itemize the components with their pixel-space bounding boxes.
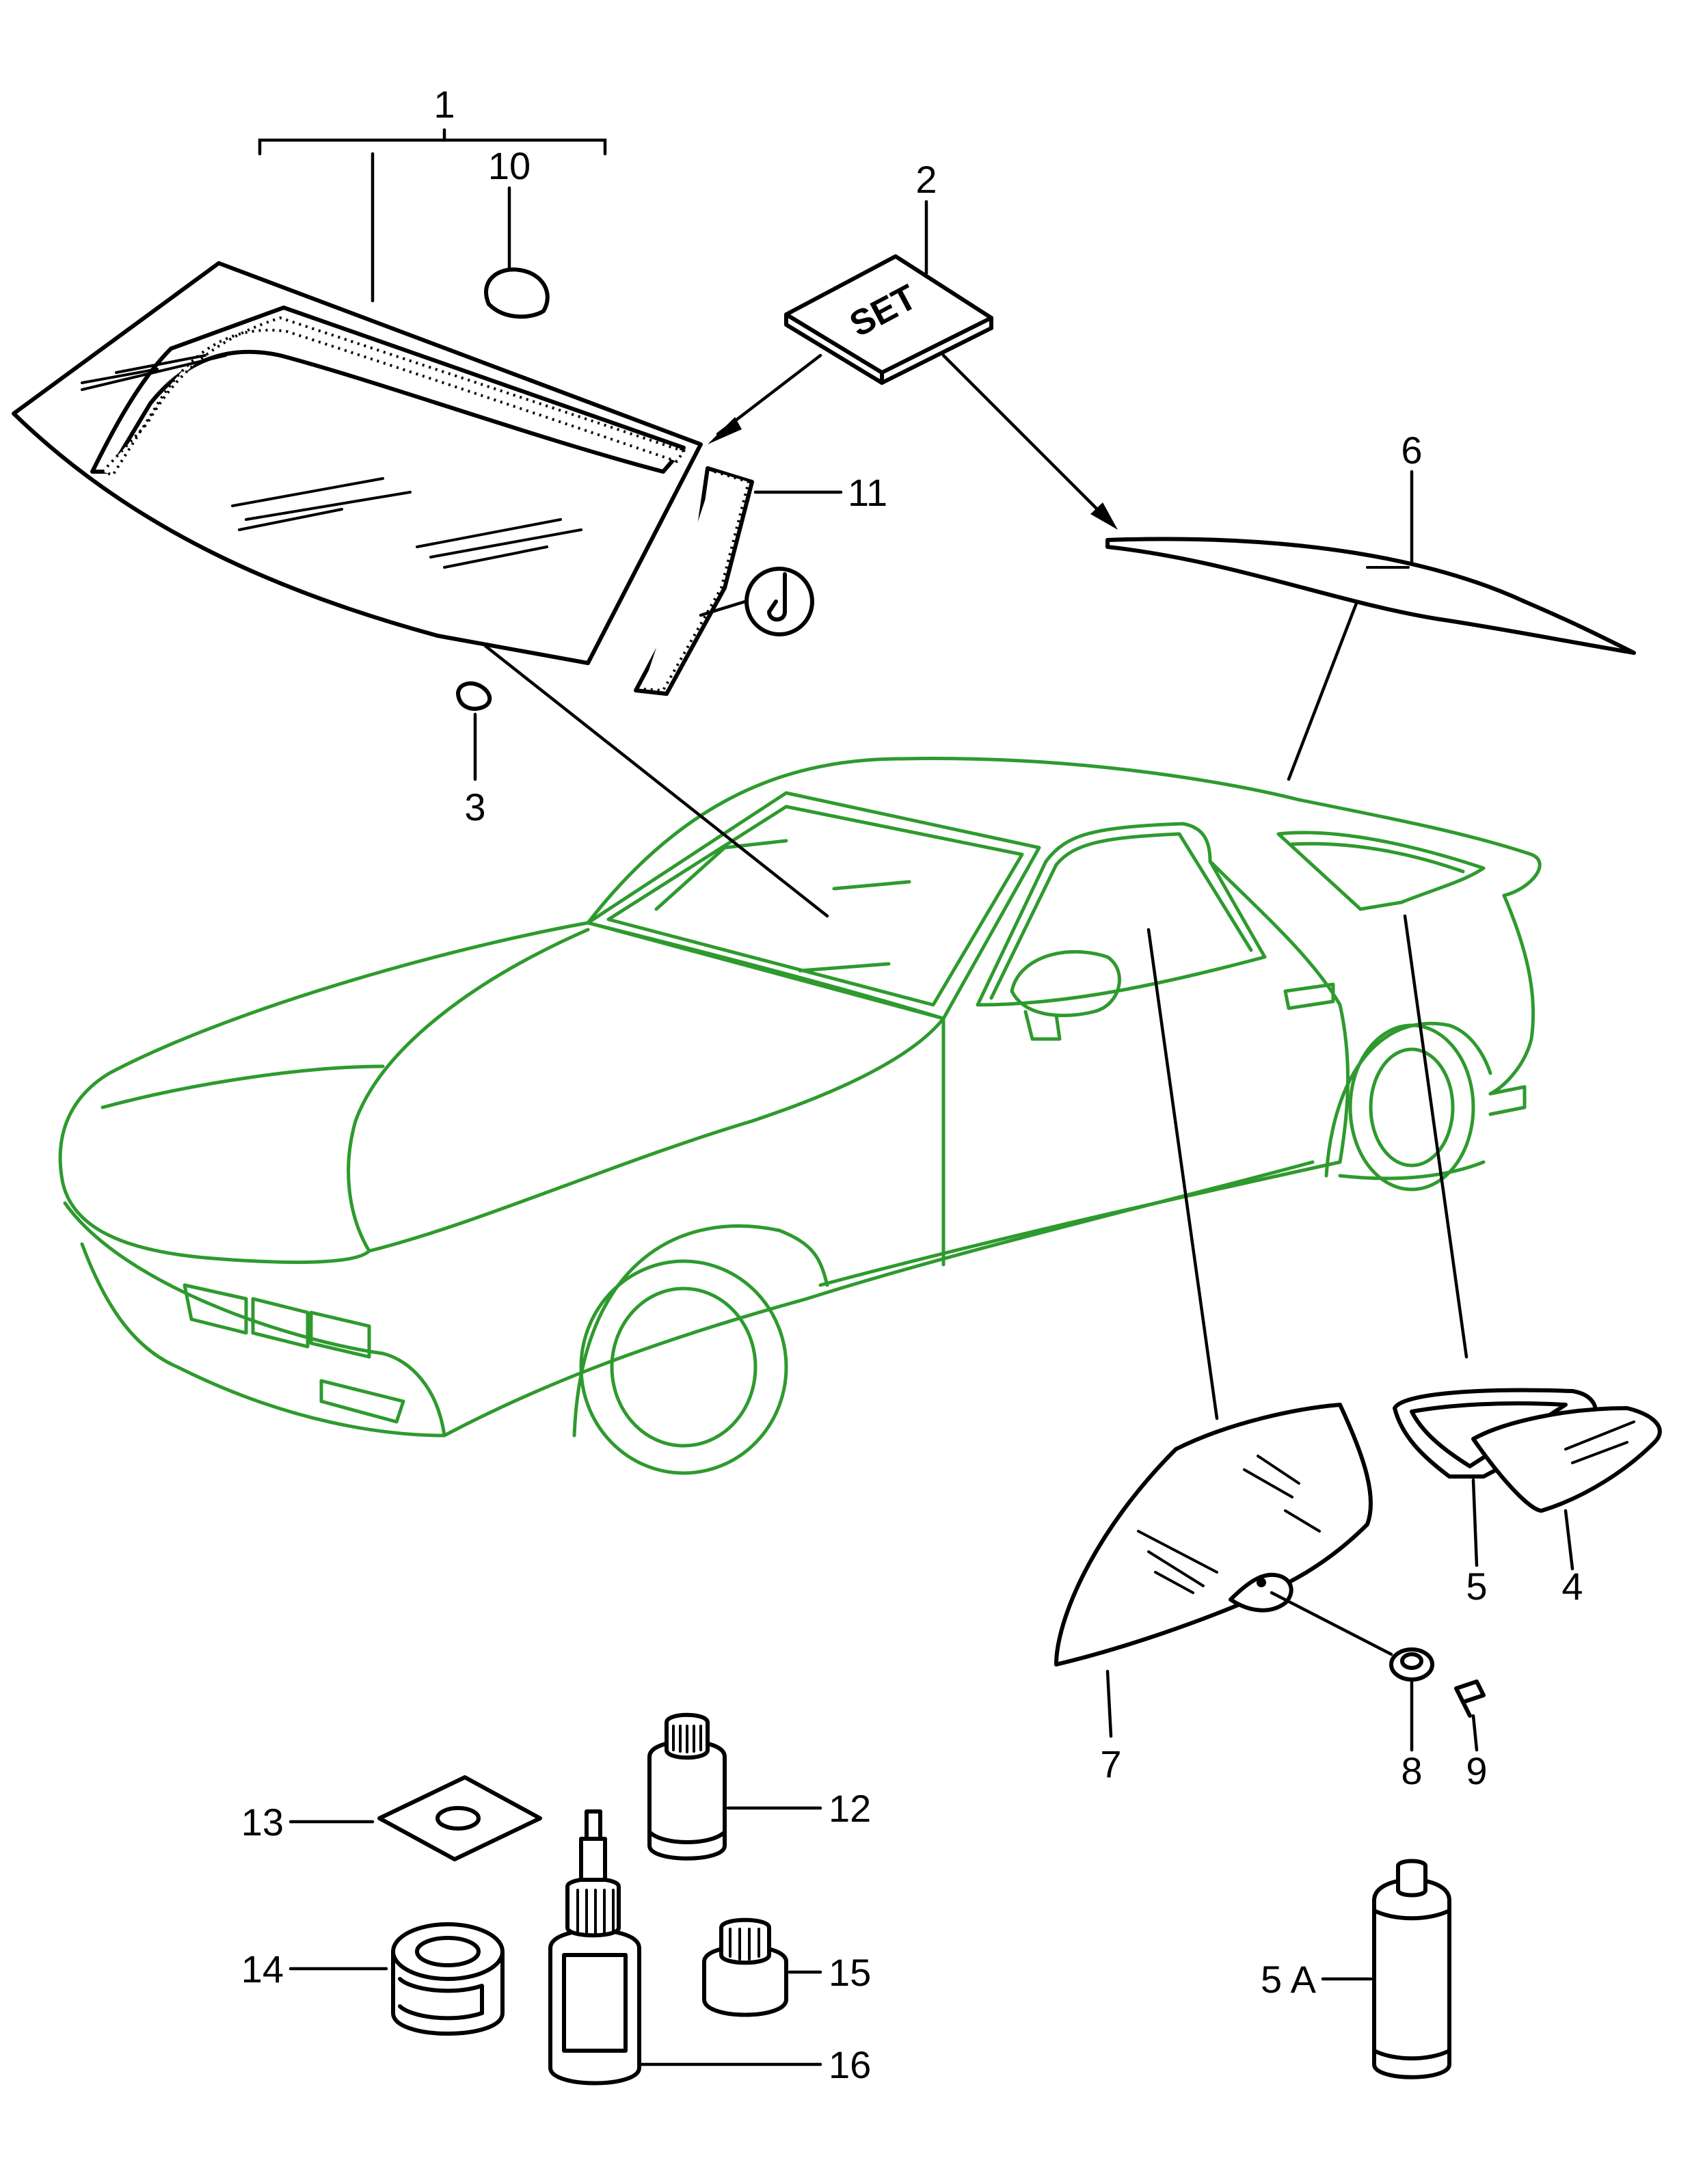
seal-strip <box>634 466 843 696</box>
activator-jar-15 <box>702 1917 822 2017</box>
callout-7: 7 <box>1100 1742 1121 1785</box>
tape-roll-14 <box>289 1922 505 2036</box>
windshield-leader <box>483 644 829 918</box>
primer-bottle-16 <box>548 1809 822 2086</box>
pin-part <box>456 681 492 781</box>
callout-11: 11 <box>848 471 887 514</box>
sealant-cartridge-5a <box>1321 1859 1451 2079</box>
callout-16: 16 <box>829 2043 871 2086</box>
callout-15: 15 <box>829 1951 871 1994</box>
windshield <box>12 261 703 665</box>
rear-glass <box>1105 470 1636 781</box>
adhesive-bottle-12 <box>647 1712 822 1861</box>
door-glass <box>1054 928 1373 1738</box>
adhesive-pad-13 <box>289 1775 542 1861</box>
callout-5a: 5 A <box>1261 1958 1317 2001</box>
callout-3: 3 <box>464 785 485 828</box>
callout-1: 1 <box>433 83 455 126</box>
callout-2: 2 <box>915 158 937 201</box>
callout-14: 14 <box>241 1947 284 1991</box>
tool-symbol <box>745 567 814 636</box>
quarter-window-glass <box>1471 1406 1662 1571</box>
callout-5: 5 <box>1466 1565 1487 1608</box>
callout-8: 8 <box>1401 1749 1422 1792</box>
callout-1-bracket <box>258 128 607 303</box>
callout-12: 12 <box>829 1787 871 1830</box>
set-box-arrows <box>708 353 1118 530</box>
callout-9: 9 <box>1466 1749 1487 1792</box>
clip-part <box>484 186 550 319</box>
nut-part <box>1270 1591 1434 1752</box>
screw-part <box>1454 1680 1486 1752</box>
callout-4: 4 <box>1561 1565 1583 1608</box>
car-outline <box>58 757 1542 1475</box>
callout-numbers: 1 10 2 6 11 3 5 4 7 8 9 12 13 14 15 16 5… <box>241 83 1583 2086</box>
callout-6: 6 <box>1401 429 1422 472</box>
set-box: SET <box>784 200 993 385</box>
callout-13: 13 <box>241 1801 284 1844</box>
callout-10: 10 <box>488 144 531 187</box>
